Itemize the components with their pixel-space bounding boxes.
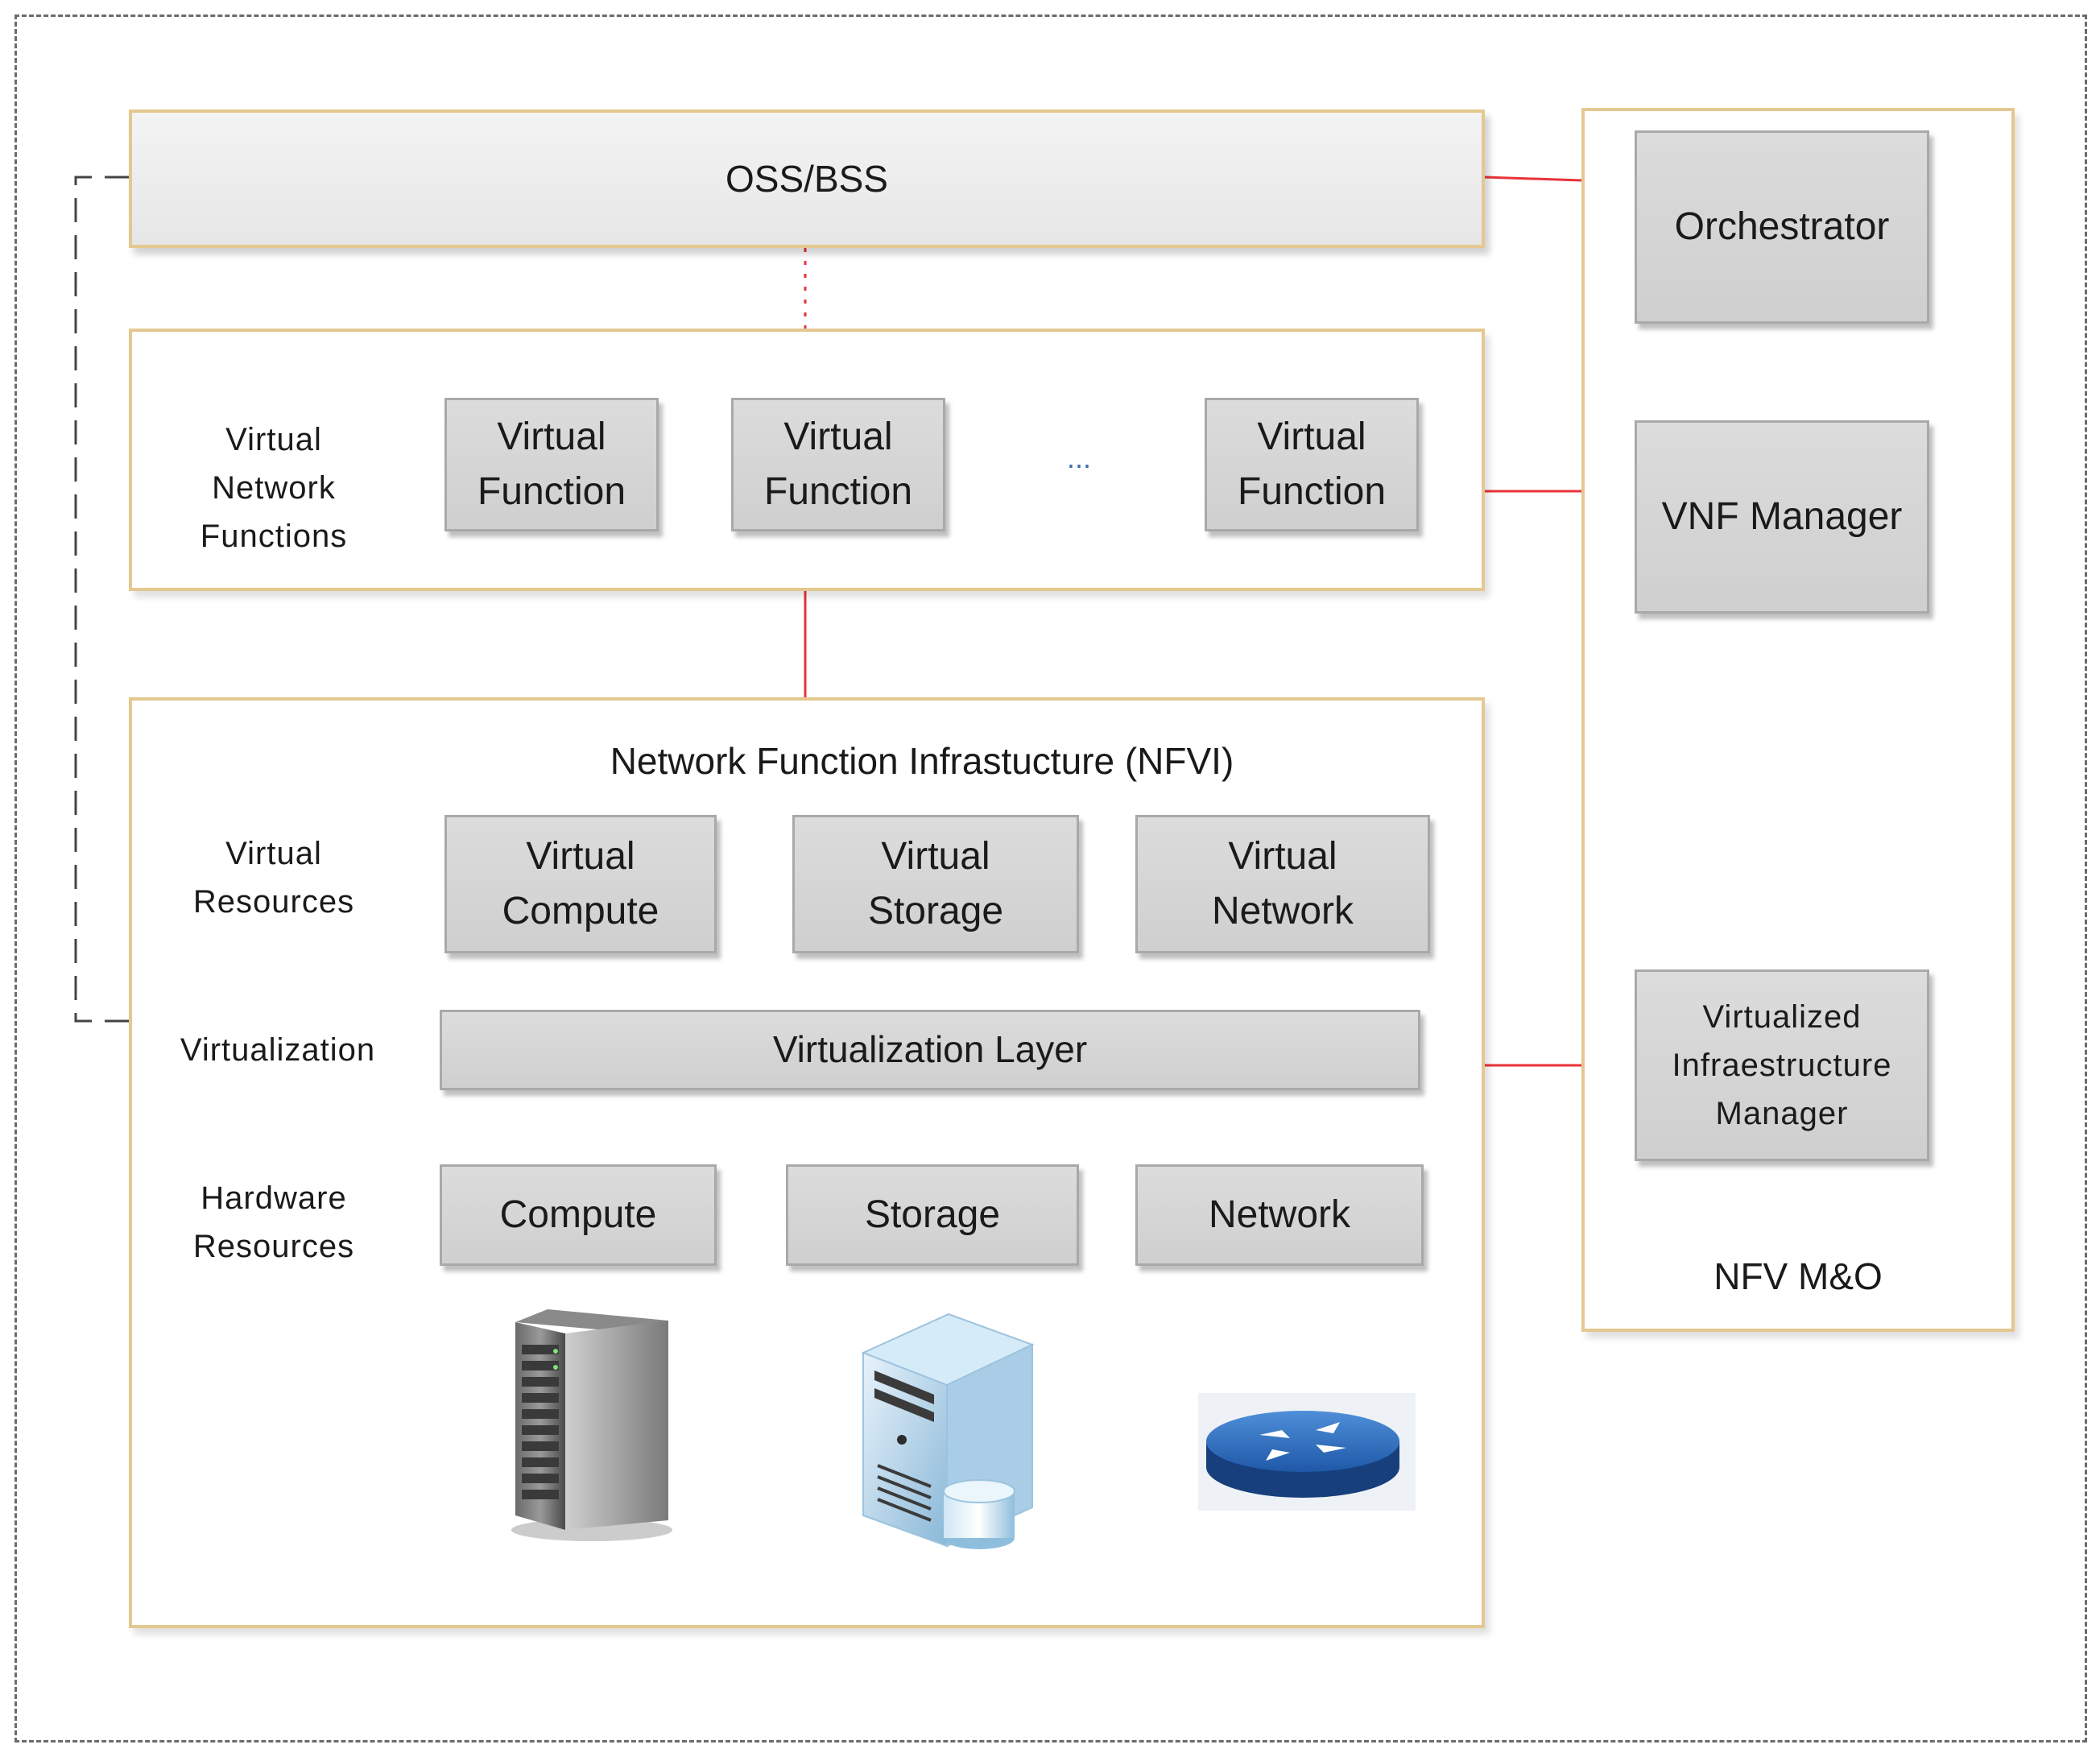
compute-label: Compute bbox=[499, 1193, 657, 1236]
oss-bss-box: OSS/BSS bbox=[129, 110, 1485, 248]
vim-box: Virtualized Infraestructure Manager bbox=[1635, 969, 1929, 1161]
virtual-storage-box: Virtual Storage bbox=[792, 815, 1079, 953]
network-label: Network bbox=[1208, 1193, 1351, 1236]
virtual-function-label: Virtual Function bbox=[1237, 415, 1387, 513]
server-rack-icon bbox=[511, 1309, 672, 1541]
oss-to-nfvi-dashed-line bbox=[74, 176, 129, 1023]
virtual-network-box: Virtual Network bbox=[1135, 815, 1430, 953]
vnf-manager-box: VNF Manager bbox=[1635, 420, 1929, 614]
outer-dashed-border bbox=[14, 14, 2087, 1743]
vnf-manager-label: VNF Manager bbox=[1661, 494, 1903, 538]
oss-to-orchestrator-line bbox=[1484, 176, 1582, 182]
oss-bss-label: OSS/BSS bbox=[725, 158, 888, 200]
virtual-function-box-3: Virtual Function bbox=[1205, 398, 1419, 531]
virtual-compute-box: Virtual Compute bbox=[444, 815, 717, 953]
router-icon bbox=[1198, 1393, 1416, 1511]
hardware-resources-label: Hardware Resources bbox=[192, 1180, 355, 1264]
virtual-compute-label: Virtual Compute bbox=[502, 834, 659, 932]
compute-box: Compute bbox=[440, 1164, 717, 1266]
virtual-function-box-1: Virtual Function bbox=[444, 398, 659, 531]
virtual-storage-label: Virtual Storage bbox=[867, 834, 1004, 932]
orchestrator-box: Orchestrator bbox=[1635, 130, 1929, 324]
virtualization-label: Virtualization bbox=[180, 1032, 376, 1068]
storage-box: Storage bbox=[786, 1164, 1079, 1266]
virtual-function-box-2: Virtual Function bbox=[731, 398, 945, 531]
orchestrator-label: Orchestrator bbox=[1674, 205, 1890, 248]
vnf-ellipsis: ... bbox=[1066, 441, 1091, 474]
virtual-function-label: Virtual Function bbox=[763, 415, 913, 513]
network-box: Network bbox=[1135, 1164, 1424, 1266]
storage-server-icon bbox=[861, 1313, 1035, 1549]
virtualization-layer-box: Virtualization Layer bbox=[440, 1010, 1420, 1090]
virtual-function-label: Virtual Function bbox=[477, 415, 626, 513]
vnf-side-label: Virtual Network Functions bbox=[200, 422, 348, 554]
vim-label: Virtualized Infraestructure Manager bbox=[1672, 999, 1892, 1131]
virtualization-layer-label: Virtualization Layer bbox=[772, 1028, 1088, 1071]
virtual-resources-label: Virtual Resources bbox=[192, 836, 355, 920]
nfv-mano-label: NFV M&O bbox=[1713, 1255, 1883, 1297]
nfvi-title: Network Function Infrastucture (NFVI) bbox=[610, 740, 1234, 782]
virtual-network-label: Virtual Network bbox=[1211, 834, 1354, 932]
storage-label: Storage bbox=[864, 1193, 1001, 1236]
